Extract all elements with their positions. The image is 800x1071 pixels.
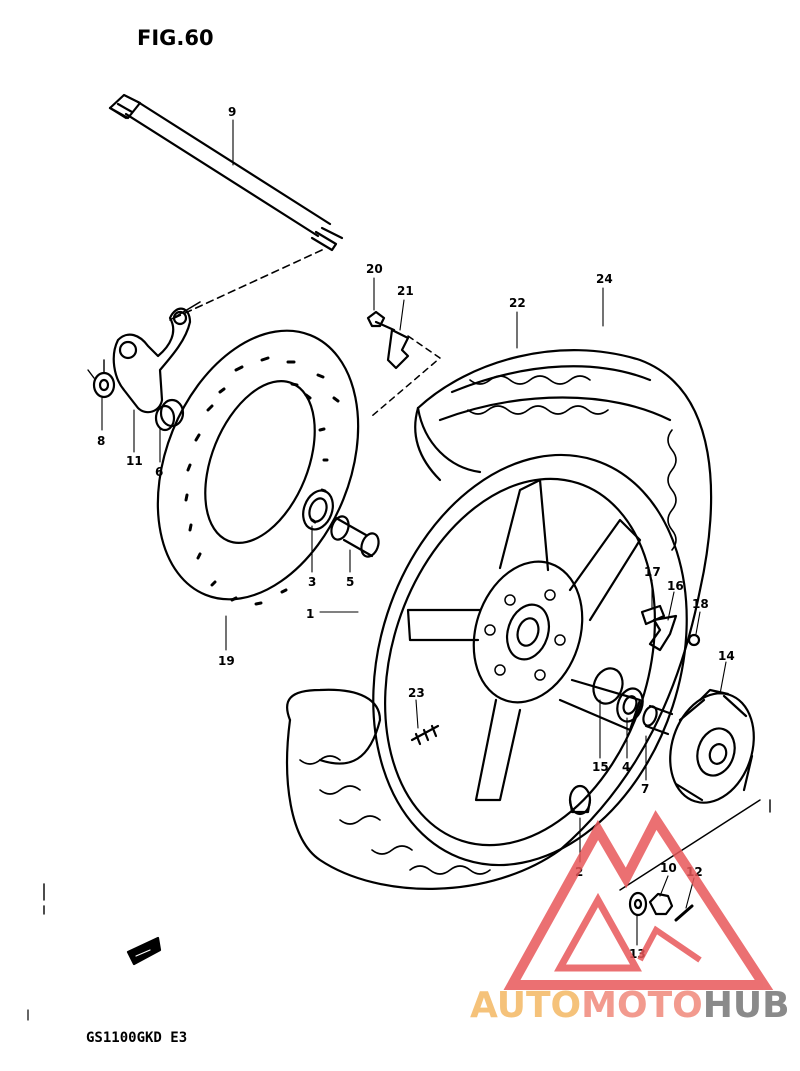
seal-part-15	[592, 667, 624, 705]
spacer-part-5	[330, 515, 380, 558]
callout-16: 16	[667, 579, 684, 593]
callout-15: 15	[592, 760, 609, 774]
plate-part-16	[648, 614, 678, 652]
brake-disc	[156, 329, 360, 606]
callout-4: 4	[622, 760, 630, 774]
axle-nut-part-2	[568, 784, 592, 816]
speedometer-gearbox	[669, 688, 755, 804]
spacer-part-7	[642, 704, 674, 736]
callout-18: 18	[692, 597, 709, 611]
castle-nut-part-10	[648, 892, 674, 916]
caliper-holder	[112, 307, 192, 414]
axle	[108, 93, 344, 252]
tire	[285, 349, 713, 890]
callout-5: 5	[346, 575, 354, 589]
callout-20: 20	[366, 262, 383, 276]
callout-23: 23	[408, 686, 425, 700]
model-code: GS1100GKD E3	[86, 1030, 188, 1046]
callout-22: 22	[509, 296, 526, 310]
lock-plate-part-21	[386, 328, 410, 370]
watermark-wordmark: AUTOMOTOHUB	[470, 985, 790, 1026]
bolt-part-18	[687, 633, 701, 647]
callout-3: 3	[308, 575, 316, 589]
bolt-part-20	[366, 310, 396, 332]
cast-wheel	[372, 453, 688, 867]
plate-part-17	[640, 604, 666, 626]
watermark-part-auto: AUTO	[470, 985, 582, 1026]
callout-21: 21	[397, 284, 414, 298]
spacer-part-8	[87, 359, 116, 399]
callout-19: 19	[218, 654, 235, 668]
hardware-leader	[619, 799, 761, 891]
figure-title: FIG.60	[137, 26, 214, 50]
washer-part-13	[628, 891, 648, 917]
callout-6: 6	[155, 465, 163, 479]
valve-part-23	[410, 724, 440, 746]
callout-10: 10	[660, 861, 677, 875]
watermark-logo-mark	[503, 810, 774, 990]
bearing-part-3	[302, 489, 334, 531]
callout-7: 7	[641, 782, 649, 796]
callout-17: 17	[644, 565, 661, 579]
front-direction-arrow	[126, 936, 162, 966]
axle-leader	[169, 249, 323, 321]
collar-part-6	[154, 398, 185, 432]
callout-24: 24	[596, 272, 613, 286]
bearing-part-4	[616, 687, 644, 723]
watermark-part-hub: HUB	[702, 985, 790, 1026]
callout-11: 11	[126, 454, 143, 468]
callout-9: 9	[228, 105, 236, 119]
cotter-pin-part-12	[674, 904, 694, 922]
callout-1: 1	[306, 607, 314, 621]
watermark-part-moto: MOTO	[581, 985, 703, 1026]
callout-14: 14	[718, 649, 735, 663]
callout-8: 8	[97, 434, 105, 448]
disc-leader	[371, 335, 441, 417]
